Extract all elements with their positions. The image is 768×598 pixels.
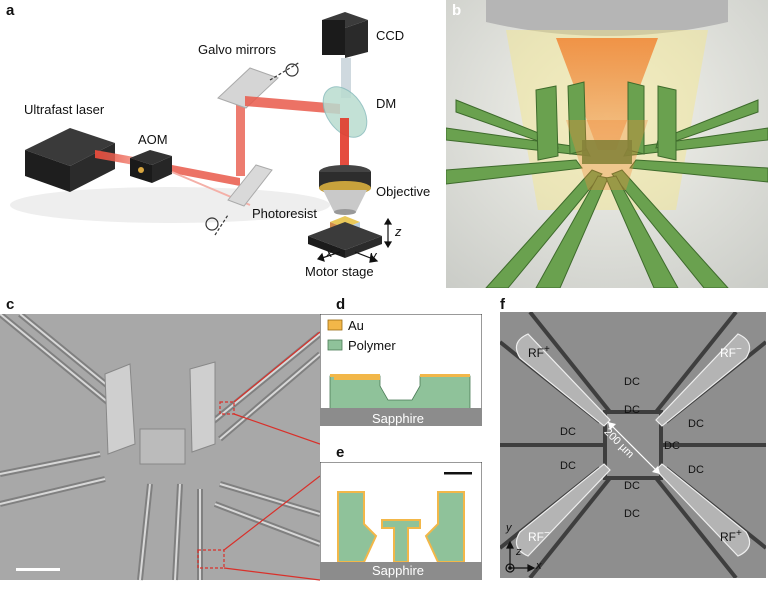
axis-label-z: z: [516, 546, 522, 558]
panel-d: d Au Polymer Sapphire: [320, 296, 492, 436]
upper-galvo-mirror: [217, 61, 301, 109]
render-3d-trap: [446, 0, 768, 288]
label-sapphire-e: Sapphire: [372, 563, 425, 578]
panel-label-d: d: [336, 296, 346, 313]
panel-b: b: [446, 0, 768, 288]
label-z: z: [395, 224, 402, 239]
panel-e: e Sapphire: [320, 444, 492, 580]
aom-box: [130, 150, 172, 183]
beam-1: [95, 150, 140, 166]
beam-4: [245, 96, 340, 114]
laser-box: [25, 128, 115, 192]
dc-label-8: DC: [624, 480, 640, 492]
rf-label-top-right: RF−: [720, 344, 742, 360]
label-aom: AOM: [138, 132, 168, 147]
panel-label-a: a: [6, 2, 15, 19]
beam-3: [236, 98, 245, 176]
beam-5: [340, 118, 349, 168]
sem-image-c: [0, 314, 320, 581]
dc-label-3: DC: [560, 426, 576, 438]
sem-image-f: [500, 312, 766, 578]
optical-setup-diagram: [10, 12, 393, 263]
axes-f: [505, 540, 536, 573]
panel-label-c: c: [6, 296, 15, 313]
lower-galvo-mirror: [205, 164, 273, 236]
panel-label-e: e: [336, 444, 345, 461]
panel-f: f RF+ RF− RF− RF+ DC DC DC DC DC DC DC D…: [498, 296, 768, 580]
label-laser: Ultrafast laser: [24, 102, 105, 117]
dc-label-5: DC: [664, 440, 680, 452]
label-galvo: Galvo mirrors: [198, 42, 277, 57]
objective-lens: [319, 165, 371, 215]
legend-polymer: Polymer: [348, 338, 396, 353]
rf-label-bottom-right: RF+: [720, 528, 742, 544]
label-ccd: CCD: [376, 28, 405, 43]
beam-2: [172, 165, 240, 186]
cross-section-d: [320, 314, 482, 426]
dc-label-9: DC: [624, 508, 640, 520]
panel-label-f: f: [500, 296, 505, 313]
label-dm: DM: [376, 96, 397, 111]
zoom-box-d: [219, 401, 235, 415]
zoom-box-e: [197, 549, 225, 569]
legend-au: Au: [348, 318, 364, 333]
label-y: y: [370, 248, 377, 263]
axis-label-x: x: [536, 560, 542, 572]
label-objective: Objective: [376, 184, 431, 199]
motor-stage: [308, 222, 382, 258]
panel-a: a CCD Galvo mirrors DM Ultrafast laser A…: [0, 0, 440, 290]
dc-label-2: DC: [624, 404, 640, 416]
ccd-camera: [322, 12, 368, 98]
rf-label-bottom-left: RF−: [528, 528, 550, 544]
dichroic-mirror: [322, 86, 368, 138]
dc-label-6: DC: [560, 460, 576, 472]
panel-c: c: [0, 296, 320, 581]
label-motor-stage: Motor stage: [305, 264, 374, 279]
cross-section-e: [320, 462, 482, 580]
label-x: x: [326, 245, 333, 260]
rf-label-top-left: RF+: [528, 344, 550, 360]
scale-bar-e: [444, 472, 472, 475]
dc-label-4: DC: [688, 418, 704, 430]
label-photoresist: Photoresist: [252, 206, 318, 221]
axis-label-y: y: [506, 522, 512, 534]
panel-label-b: b: [452, 2, 462, 19]
scale-bar-c: [16, 568, 60, 571]
dc-label-1: DC: [624, 376, 640, 388]
green-electrodes: [446, 81, 768, 288]
dc-label-7: DC: [688, 464, 704, 476]
label-sapphire-d: Sapphire: [372, 411, 425, 426]
stage-axes: [316, 217, 393, 263]
distance-arrow: [607, 421, 661, 475]
